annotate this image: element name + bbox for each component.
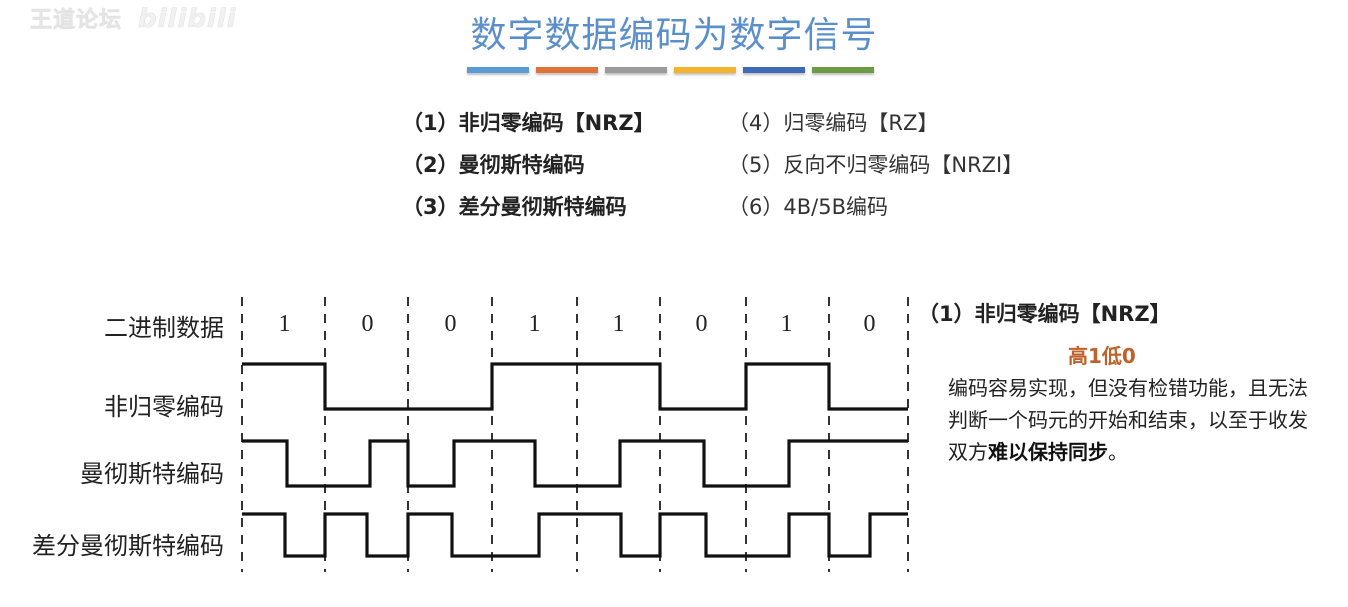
row-label-binary: 二进制数据	[104, 314, 224, 342]
color-bar	[536, 67, 598, 73]
watermark: 王道论坛 bilibili	[30, 2, 237, 35]
color-bar	[743, 67, 805, 73]
color-bar	[605, 67, 667, 73]
bit-label: 0	[361, 311, 374, 337]
row-label-manchester: 曼彻斯特编码	[80, 460, 224, 488]
diff-manchester-waveform	[242, 512, 908, 558]
side-panel-rule: 高1低0	[1068, 344, 1136, 368]
color-bar	[674, 67, 736, 73]
row-label-diff-manchester: 差分曼彻斯特编码	[32, 532, 224, 560]
color-bar	[467, 67, 529, 73]
color-bar-divider	[467, 67, 874, 73]
bit-label: 1	[528, 311, 541, 337]
manchester-waveform	[242, 439, 908, 488]
toc-item-rz: （4）归零编码【RZ】	[728, 111, 939, 135]
page-title: 数字数据编码为数字信号	[470, 15, 878, 56]
toc-item-manchester: （2）曼彻斯特编码	[402, 153, 585, 177]
nrz-waveform	[242, 362, 908, 411]
bilibili-logo: bilibili	[138, 4, 237, 35]
bit-label: 0	[695, 311, 708, 337]
bit-label: 0	[863, 311, 876, 337]
bit-label: 0	[444, 311, 457, 337]
bit-boundary-grid	[241, 297, 909, 572]
toc-right-column: （4）归零编码【RZ】 （5）反向不归零编码【NRZI】 （6）4B/5B编码	[728, 102, 1023, 228]
watermark-text: 王道论坛	[30, 8, 123, 34]
toc-item-diff-manchester: （3）差分曼彻斯特编码	[402, 195, 627, 219]
toc-item-nrz: （1）非归零编码【NRZ】	[402, 111, 655, 135]
color-bar	[812, 67, 874, 73]
side-panel-description: 编码容易实现，但没有检错功能，且无法判断一个码元的开始和结束，以至于收发双方难以…	[948, 372, 1318, 468]
bit-label: 1	[780, 311, 793, 337]
toc-item-4b5b: （6）4B/5B编码	[728, 195, 888, 219]
desc-end: 。	[1108, 440, 1128, 464]
row-label-nrz: 非归零编码	[104, 393, 224, 421]
side-panel-title: （1）非归零编码【NRZ】	[918, 302, 1171, 326]
desc-bold: 难以保持同步	[988, 440, 1108, 464]
bit-label: 1	[278, 311, 291, 337]
desc-normal: 编码容易实现，但没有检错功能，且无法判断一个码元的开始和结束，以至于收发双方	[948, 376, 1308, 464]
bit-label: 1	[612, 311, 625, 337]
toc-item-nrzi: （5）反向不归零编码【NRZI】	[728, 153, 1024, 177]
toc-left-column: （1）非归零编码【NRZ】 （2）曼彻斯特编码 （3）差分曼彻斯特编码	[402, 102, 655, 228]
